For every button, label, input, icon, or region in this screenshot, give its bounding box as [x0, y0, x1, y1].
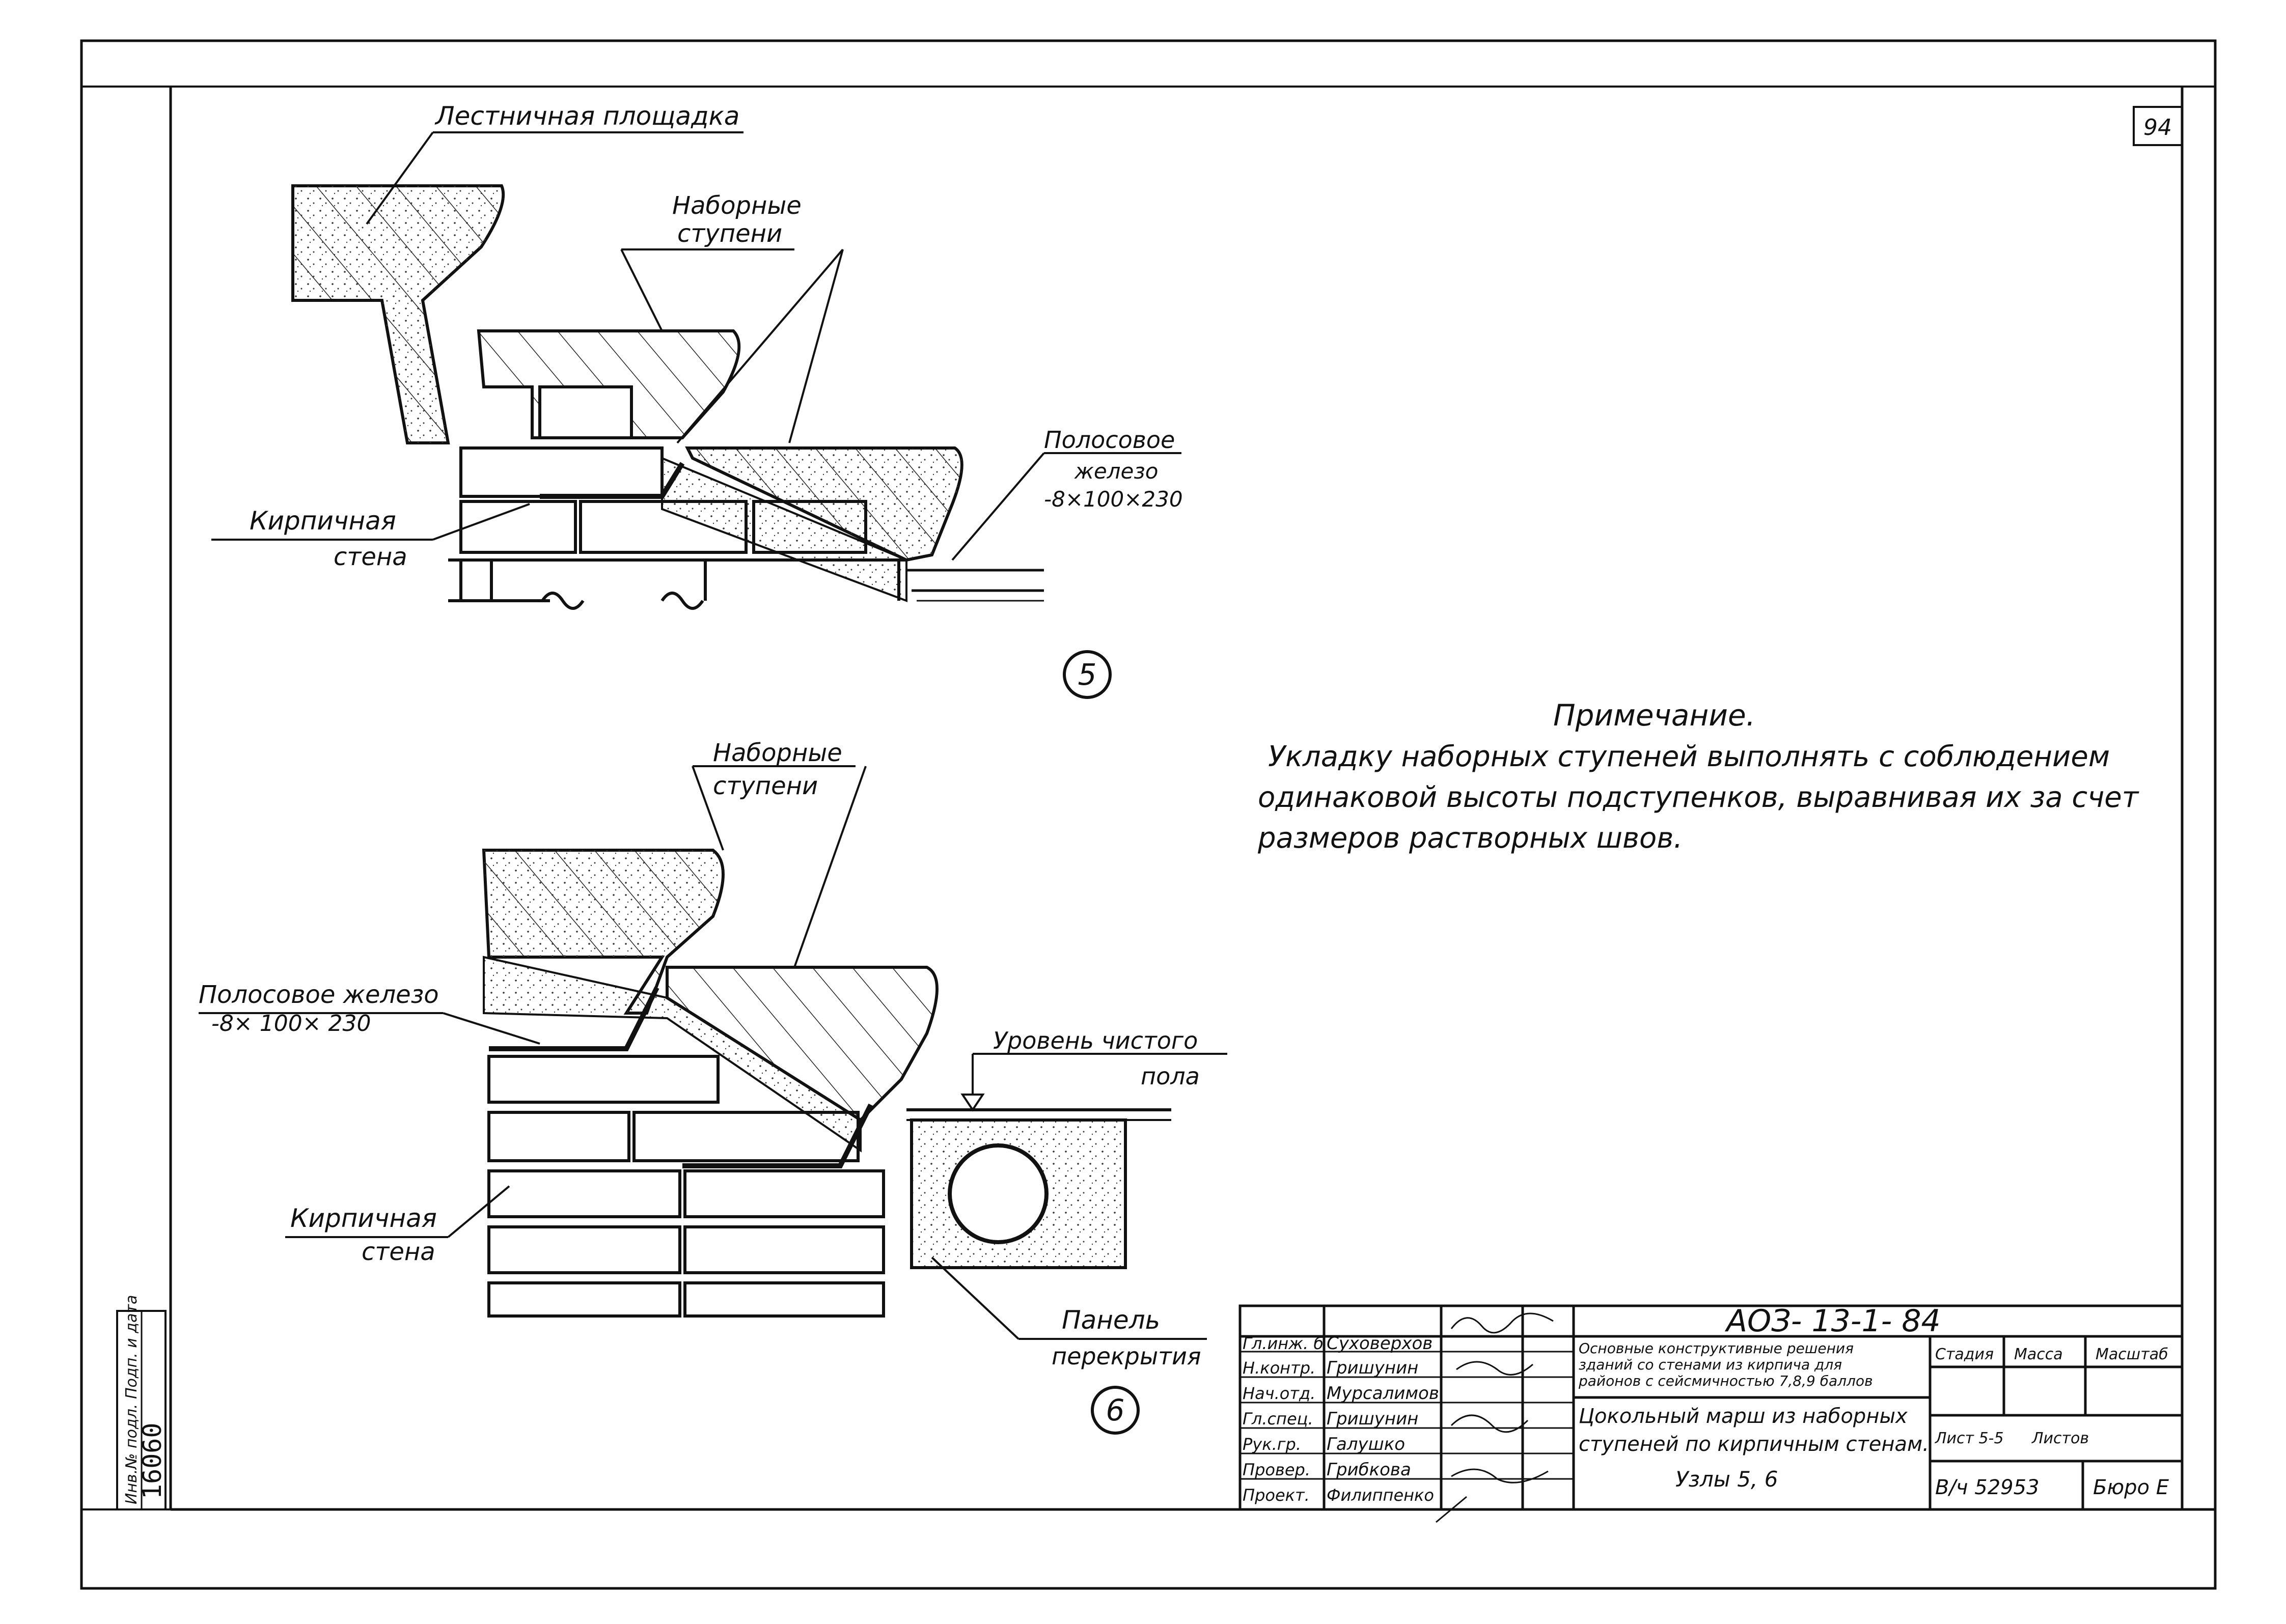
col-mass: Масса: [2014, 1346, 2063, 1363]
role-6: Проект.: [1243, 1486, 1310, 1505]
label-steps-6-line2: ступени: [713, 772, 818, 800]
label-strip-5-line2: железо: [1074, 459, 1158, 484]
role-4: Рук.гр.: [1243, 1435, 1301, 1454]
name-4: Галушко: [1327, 1434, 1405, 1454]
node-6-number: 6: [1106, 1393, 1125, 1427]
label-strip-5-line3: -8×100×230: [1044, 487, 1183, 512]
title-block-roles: Гл.инж. б Н.контр. Нач.отд. Гл.спец. Рук…: [1243, 1334, 1324, 1505]
note-block: Примечание. Укладку наборных ступеней вы…: [1257, 698, 2139, 855]
step-void: [538, 385, 633, 439]
label-floor-line1: Уровень чистого: [993, 1027, 1198, 1054]
role-0: Гл.инж. б: [1243, 1334, 1324, 1353]
label-steps-5-line2: ступени: [677, 219, 782, 248]
description-line2: зданий со стенами из кирпича для: [1579, 1356, 1842, 1373]
note-title: Примечание.: [1553, 698, 1755, 733]
role-5: Провер.: [1243, 1460, 1310, 1479]
name-6: Филиппенко: [1327, 1486, 1434, 1505]
drawing-code: АОЗ- 13-1- 84: [1724, 1303, 1941, 1339]
side-stamp-label: Инв.№ подл. Подп. и дата: [123, 1295, 141, 1504]
sheet-label: Лист 5-5: [1935, 1430, 2004, 1447]
steel-strip-6: [489, 986, 873, 1168]
label-steps-5-line1: Наборные: [672, 191, 802, 220]
node-5-drawing: Лестничная площадка Наборные ступени Пол…: [211, 101, 1183, 699]
col-stage: Стадия: [1935, 1346, 1994, 1363]
sheet-title-line2: ступеней по кирпичным стенам.: [1579, 1433, 1929, 1456]
brick-wall-6: [487, 1055, 885, 1318]
name-1: Гришунин: [1327, 1358, 1418, 1378]
label-panel-line1: Панель: [1062, 1305, 1160, 1335]
label-strip-6-line2: -8× 100× 230: [211, 1011, 371, 1037]
bureau: Бюро Е: [2093, 1476, 2169, 1499]
label-wall-6-line2: стена: [362, 1238, 435, 1266]
note-line3: размеров растворных швов.: [1257, 822, 1683, 855]
name-2: Мурсалимов: [1327, 1383, 1439, 1404]
role-3: Гл.спец.: [1243, 1409, 1313, 1429]
side-stamp: Инв.№ подл. Подп. и дата 16060: [116, 1295, 167, 1510]
side-stamp-number: 16060: [137, 1422, 167, 1499]
description-line3: районов с сейсмичностью 7,8,9 баллов: [1578, 1373, 1873, 1389]
label-wall-5-line2: стена: [334, 543, 407, 571]
label-steps-6-line1: Наборные: [713, 739, 842, 767]
role-2: Нач.отд.: [1243, 1384, 1315, 1403]
sheet-title-line3: Узлы 5, 6: [1675, 1467, 1778, 1492]
node-5-marker: [1063, 650, 1112, 699]
node-5-number: 5: [1078, 657, 1097, 692]
label-wall-6-line1: Кирпичная: [290, 1203, 437, 1233]
name-5: Грибкова: [1327, 1460, 1411, 1480]
title-block: [1238, 1304, 2184, 1523]
sheet-title-line1: Цокольный марш из наборных: [1579, 1405, 1908, 1428]
step-6-lower: [666, 966, 939, 1122]
label-wall-5-line1: Кирпичная: [250, 506, 396, 536]
label-strip-5-line1: Полосовое: [1044, 426, 1175, 454]
brick-wall: [448, 446, 906, 610]
sheets-label: Листов: [2031, 1430, 2089, 1447]
description-line1: Основные конструктивные решения: [1579, 1340, 1854, 1357]
name-3: Гришунин: [1327, 1409, 1418, 1429]
label-landing: Лестничная площадка: [434, 101, 739, 131]
col-scale: Масштаб: [2096, 1346, 2168, 1363]
label-panel-line2: перекрытия: [1052, 1342, 1201, 1370]
note-line2: одинаковой высоты подступенков, выравнив…: [1258, 781, 2139, 814]
node-6-marker: [1091, 1386, 1140, 1435]
sheet-number: 94: [2143, 115, 2172, 141]
title-block-names: Суховерхов Гришунин Мурсалимов Гришунин …: [1327, 1333, 1439, 1505]
role-1: Н.контр.: [1243, 1358, 1315, 1378]
panel-hollow: [948, 1143, 1049, 1244]
name-0: Суховерхов: [1327, 1333, 1433, 1354]
label-strip-6-line1: Полосовое железо: [199, 981, 439, 1009]
order-number: В/ч 52953: [1935, 1476, 2040, 1499]
label-floor-line2: пола: [1141, 1062, 1200, 1090]
note-line1: Укладку наборных ступеней выполнять с со…: [1268, 740, 2110, 773]
node-6-drawing: Наборные ступени Полосовое железо -8× 10…: [199, 739, 1227, 1435]
